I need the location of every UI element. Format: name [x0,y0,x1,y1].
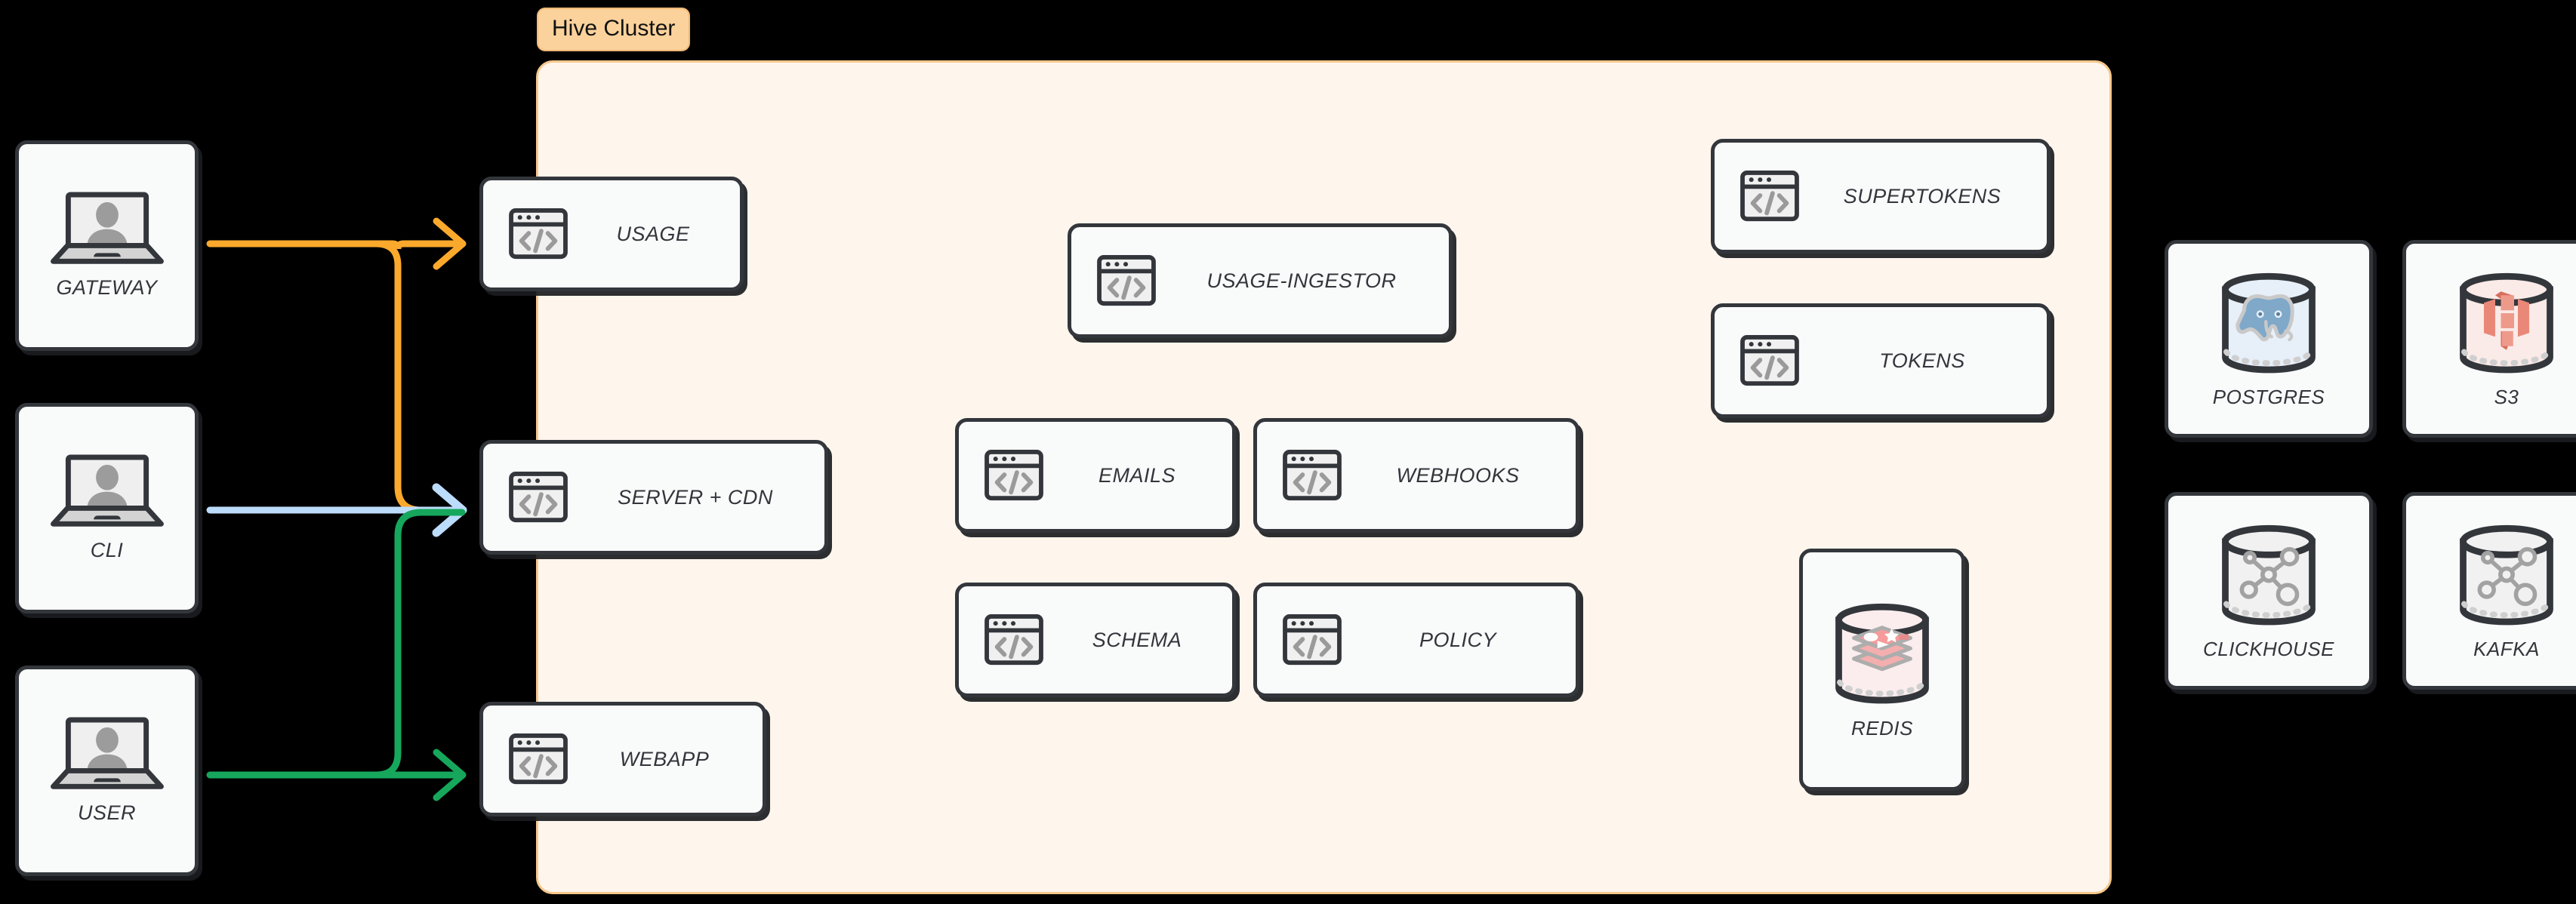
node-label-clickhouse: CLICKHOUSE [2202,638,2335,661]
edge-gateway-to-usage [206,217,467,270]
service-node-webhooks[interactable]: WEBHOOKS [1253,418,1579,533]
edge-gateway-to-server-cdn [372,240,466,514]
node-label-cli: CLI [90,538,124,561]
service-label-usage-ingestor: USAGE-INGESTOR [1206,269,1397,292]
redis-cylinder-icon [1826,599,1939,709]
code-window-icon [1283,614,1342,666]
code-window-icon [1740,171,1799,222]
code-window-icon [1283,450,1342,501]
node-label-kafka: KAFKA [2473,638,2540,661]
service-label-schema: SCHEMA [1092,628,1182,651]
laptop-user-icon [50,454,164,527]
graph-cylinder-icon [2450,521,2563,631]
laptop-user-icon [50,717,165,790]
code-window-icon [509,472,568,523]
code-window-icon [1283,614,1342,666]
graph-cylinder-icon [2222,524,2316,626]
service-label-server-cdn: SERVER + CDN [618,485,773,509]
node-label-s3: S3 [2494,386,2519,409]
graph-cylinder-icon [2460,524,2553,626]
node-label-postgres: POSTGRES [2212,386,2325,409]
node-redis[interactable]: REDIS [1799,549,1965,791]
node-postgres[interactable]: POSTGRES [2165,240,2373,438]
node-gateway[interactable]: GATEWAY [15,140,199,351]
code-window-icon [1740,335,1799,386]
code-window-icon [1283,450,1342,501]
code-window-icon [1097,255,1156,306]
code-window-icon [509,472,568,523]
node-user[interactable]: USER [15,666,199,876]
code-window-icon [1740,335,1799,386]
node-label-redis: REDIS [1851,716,1913,739]
edge-user-to-webapp [206,749,467,801]
node-kafka[interactable]: KAFKA [2402,492,2576,690]
postgres-cylinder-icon [2212,269,2325,379]
code-window-icon [509,208,568,260]
s3-cylinder-icon [2460,272,2553,374]
code-window-icon [984,450,1043,501]
code-window-icon [509,733,568,785]
service-node-supertokens[interactable]: SUPERTOKENS [1711,139,2051,254]
service-node-server-cdn[interactable]: SERVER + CDN [479,440,828,555]
graph-cylinder-icon [2212,521,2325,631]
node-label-gateway: GATEWAY [56,275,158,299]
service-label-policy: POLICY [1419,628,1497,651]
service-label-webapp: WEBAPP [619,747,710,770]
service-node-usage-ingestor[interactable]: USAGE-INGESTOR [1068,223,1453,338]
code-window-icon [509,733,568,785]
postgres-cylinder-icon [2222,272,2316,374]
service-node-webapp[interactable]: WEBAPP [479,702,766,816]
redis-cylinder-icon [1835,604,1929,704]
laptop-user-icon [50,192,164,265]
service-label-webhooks: WEBHOOKS [1396,463,1520,487]
service-label-supertokens: SUPERTOKENS [1843,184,2001,208]
service-node-policy[interactable]: POLICY [1253,583,1579,697]
service-node-schema[interactable]: SCHEMA [955,583,1236,697]
node-label-user: USER [77,801,136,824]
code-window-icon [984,614,1043,666]
service-node-emails[interactable]: EMAILS [955,418,1236,533]
code-window-icon [1097,255,1156,306]
service-label-emails: EMAILS [1098,463,1176,487]
code-window-icon [1740,171,1799,222]
service-node-usage[interactable]: USAGE [479,177,744,291]
edge-user-to-server-cdn [372,509,466,779]
s3-cylinder-icon [2450,269,2563,379]
laptop-user-icon [50,454,165,527]
code-window-icon [509,208,568,260]
edge-cli-to-server-cdn [206,483,467,537]
laptop-user-icon [50,717,164,790]
node-cli[interactable]: CLI [15,403,199,613]
laptop-user-icon [50,192,165,265]
service-node-tokens[interactable]: TOKENS [1711,303,2051,418]
node-clickhouse[interactable]: CLICKHOUSE [2165,492,2373,690]
service-label-tokens: TOKENS [1879,349,1965,372]
code-window-icon [984,614,1043,666]
node-s3[interactable]: S3 [2402,240,2576,438]
code-window-icon [984,450,1043,501]
service-label-usage: USAGE [616,222,690,245]
hive-cluster-badge: Hive Cluster [537,8,691,51]
